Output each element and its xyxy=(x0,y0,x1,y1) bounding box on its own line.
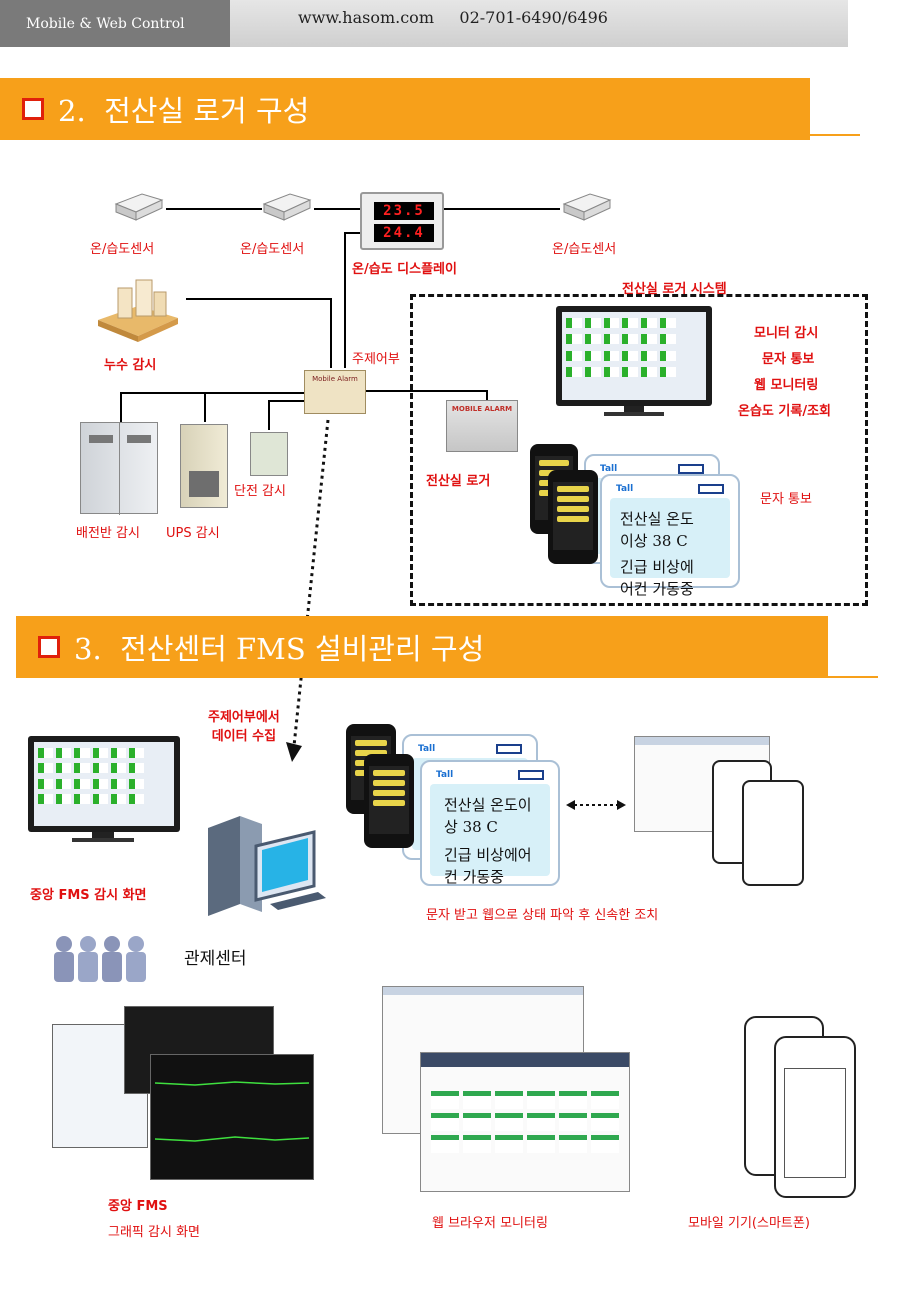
connector-line xyxy=(268,400,270,430)
section3-banner: 3. 전산센터 FMS 설비관리 구성 xyxy=(16,616,828,678)
sms-line: 이상 38 C xyxy=(620,532,688,550)
section3-title: 3. 전산센터 FMS 설비관리 구성 xyxy=(74,632,485,666)
leak-sensor-icon xyxy=(98,279,178,342)
section2-title: 2. 전산실 로거 구성 xyxy=(58,94,310,128)
web-monitor-label: 웹 브라우저 모니터링 xyxy=(432,1216,548,1231)
dotted-arrow xyxy=(286,419,330,762)
logger-system-title: 전산실 로거 시스템 xyxy=(622,282,727,297)
sensor-icon xyxy=(114,193,164,221)
display-humidity: 24.4 xyxy=(374,224,434,242)
smartphone-white xyxy=(742,780,804,886)
logger-label: 전산실 로거 xyxy=(426,474,491,489)
collect-label-line: 데이터 수집 xyxy=(211,729,277,744)
monitor-stand xyxy=(624,406,644,414)
display-temperature: 23.5 xyxy=(374,202,434,220)
sensor-icon xyxy=(562,193,612,221)
logger-device: MOBILE ALARM xyxy=(446,400,518,452)
monitor-base xyxy=(72,838,134,842)
sms-line: 긴급 비상에어 xyxy=(444,846,532,864)
sms-line: 컨 가동중 xyxy=(444,868,504,886)
connector-line xyxy=(186,298,330,300)
feature-sms: 문자 통보 xyxy=(762,352,815,367)
main-controller-label: 주제어부 xyxy=(352,352,400,367)
checkbox-square-icon xyxy=(38,636,60,658)
collect-label-line: 주제어부에서 xyxy=(208,710,280,725)
graph-lines-icon xyxy=(155,1081,309,1142)
connector-line xyxy=(166,208,262,210)
section2-rule xyxy=(810,134,860,136)
sms-card: Tall xyxy=(420,760,560,886)
connector-line xyxy=(344,232,346,368)
connector-line xyxy=(314,208,360,210)
people-icon xyxy=(54,936,146,982)
header-tag-text: Mobile & Web Control xyxy=(26,15,185,32)
monitor-base xyxy=(604,412,664,416)
display-label: 온/습도 디스플레이 xyxy=(352,262,457,277)
main-controller-device: Mobile Alarm xyxy=(304,370,366,414)
sms-text: 전산실 온도이 상 38 C 긴급 비상에어 컨 가동중 xyxy=(444,794,532,888)
smartphone xyxy=(548,470,598,564)
logger-system-box xyxy=(410,294,868,606)
sms-line: 긴급 비상에 xyxy=(620,558,694,576)
logger-monitor xyxy=(556,306,712,406)
switchboard-label: 배전반 감시 xyxy=(76,526,140,541)
double-arrow-icon xyxy=(566,800,626,810)
fms-graph-screen xyxy=(150,1054,314,1180)
sms-line: 상 38 C xyxy=(444,818,498,836)
sensor-icon xyxy=(262,193,312,221)
ups-label: UPS 감시 xyxy=(166,526,220,541)
desktop-pc-icon xyxy=(208,816,326,916)
connector-line xyxy=(120,392,304,394)
graphic-label: 중앙 FMS 그래픽 감시 화면 xyxy=(108,1194,200,1246)
ups-device xyxy=(180,424,228,508)
section2-banner: 2. 전산실 로거 구성 xyxy=(0,78,810,140)
connector-line xyxy=(204,392,206,422)
header-contact: www.hasom.com 02-701-6490/6496 xyxy=(230,0,848,47)
central-fms-label: 중앙 FMS 감시 화면 xyxy=(30,888,147,903)
header-tag: Mobile & Web Control xyxy=(0,0,230,47)
sms-text: 전산실 온도 이상 38 C 긴급 비상에 어컨 가동중 xyxy=(620,508,694,600)
sms-action-label: 문자 받고 웹으로 상태 파악 후 신속한 조치 xyxy=(426,908,659,923)
leak-label: 누수 감시 xyxy=(104,358,157,373)
logger-device-text: MOBILE ALARM xyxy=(451,405,513,413)
connector-line xyxy=(268,400,304,402)
section3-rule xyxy=(828,676,878,678)
control-center-label: 관제센터 xyxy=(184,949,247,969)
connector-line xyxy=(120,392,122,422)
collect-label: 주제어부에서 데이터 수집 xyxy=(208,706,280,744)
smartphone-white xyxy=(774,1036,856,1198)
sms-line: 전산실 온도 xyxy=(620,510,694,528)
thermo-display: 23.5 24.4 xyxy=(360,192,444,250)
web-dashboard xyxy=(420,1052,630,1192)
feature-monitor: 모니터 감시 xyxy=(754,326,819,341)
sensor-label: 온/습도센서 xyxy=(240,242,305,257)
connector-line xyxy=(444,208,560,210)
sms-notice-label: 문자 통보 xyxy=(760,492,812,507)
sensor-label: 온/습도센서 xyxy=(90,242,155,257)
smartphone xyxy=(364,754,414,848)
sms-line: 전산실 온도이 xyxy=(444,796,532,814)
header-contact-text: www.hasom.com 02-701-6490/6496 xyxy=(298,8,608,27)
connector-line xyxy=(330,298,332,368)
checkbox-square-icon xyxy=(22,98,44,120)
graphic-label-line: 중앙 FMS xyxy=(108,1199,168,1214)
sms-line: 어컨 가동중 xyxy=(620,580,694,598)
connector-line xyxy=(344,232,360,234)
mobile-status-panel xyxy=(784,1068,846,1178)
connector-line xyxy=(486,390,488,402)
switchboard-device xyxy=(80,422,158,515)
connector-line xyxy=(366,390,486,392)
monitor-stand xyxy=(92,832,114,840)
feature-record: 온습도 기록/조회 xyxy=(738,404,831,419)
feature-web: 웹 모니터링 xyxy=(754,378,819,393)
sensor-label: 온/습도센서 xyxy=(552,242,617,257)
main-controller-device-text: Mobile Alarm xyxy=(312,375,358,383)
mobile-label: 모바일 기기(스마트폰) xyxy=(688,1216,810,1231)
power-outage-label: 단전 감시 xyxy=(234,484,286,499)
graphic-label-line: 그래픽 감시 화면 xyxy=(108,1225,200,1240)
power-outage-device xyxy=(250,432,288,476)
sms-card: Tall xyxy=(600,474,740,588)
central-fms-monitor xyxy=(28,736,180,832)
